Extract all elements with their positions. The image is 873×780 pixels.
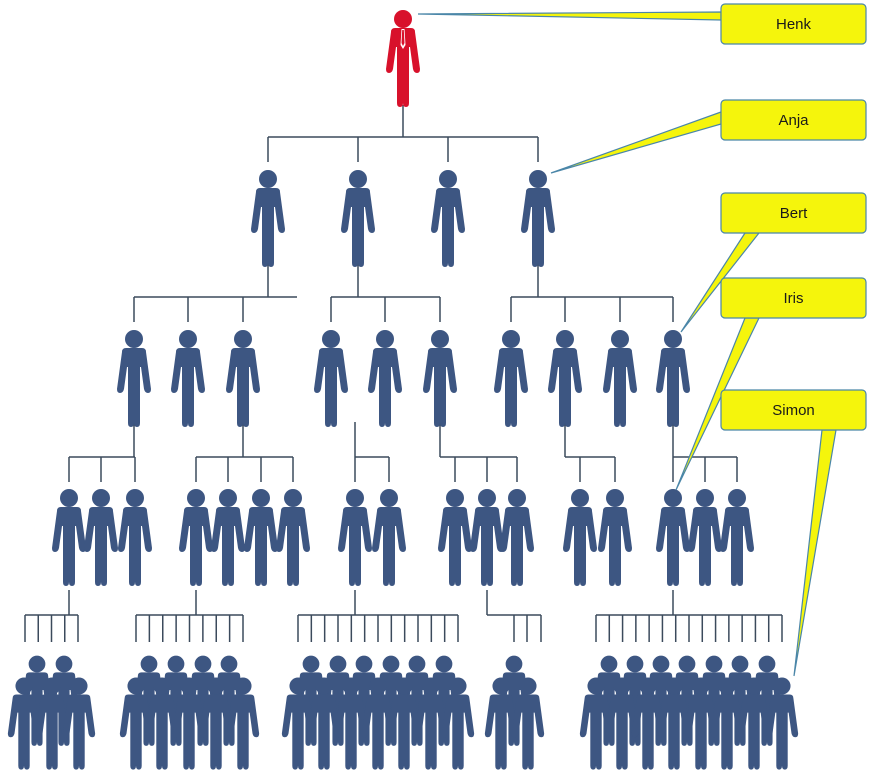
person-icon bbox=[387, 677, 421, 770]
callout-box bbox=[720, 3, 867, 45]
person-icon bbox=[281, 677, 315, 770]
person-icon bbox=[511, 677, 545, 770]
person-icon bbox=[118, 489, 152, 586]
person-icon bbox=[765, 677, 799, 770]
person-icon bbox=[656, 489, 690, 586]
person-icon bbox=[307, 677, 341, 770]
person-icon bbox=[579, 677, 613, 770]
callout-anja: Anja bbox=[550, 99, 867, 174]
callout-pointer bbox=[550, 111, 722, 174]
person-icon bbox=[598, 489, 632, 586]
person-icon bbox=[172, 677, 206, 770]
person-icon bbox=[62, 677, 96, 770]
person-icon bbox=[341, 170, 375, 267]
person-icon bbox=[494, 330, 528, 427]
person-icon bbox=[84, 489, 118, 586]
person-icon bbox=[720, 489, 754, 586]
red-leader-person-icon bbox=[386, 10, 420, 107]
callout-label: Simon bbox=[772, 402, 815, 419]
callout-label: Iris bbox=[784, 290, 804, 307]
person-icon bbox=[657, 677, 691, 770]
person-icon bbox=[372, 489, 406, 586]
callout-pointer bbox=[793, 429, 837, 677]
person-icon bbox=[334, 677, 368, 770]
callout-box bbox=[720, 389, 867, 431]
person-icon bbox=[314, 330, 348, 427]
callout-box bbox=[720, 277, 867, 319]
person-icon bbox=[35, 677, 69, 770]
person-icon bbox=[145, 677, 179, 770]
person-icon bbox=[199, 677, 233, 770]
callout-box bbox=[720, 99, 867, 141]
person-icon bbox=[171, 330, 205, 427]
callout-label: Anja bbox=[778, 112, 809, 129]
person-icon bbox=[548, 330, 582, 427]
person-icon bbox=[563, 489, 597, 586]
callout-box bbox=[720, 192, 867, 234]
callout-bert: Bert bbox=[680, 192, 867, 333]
person-icon bbox=[710, 677, 744, 770]
callout-label: Henk bbox=[776, 16, 812, 33]
person-icon bbox=[251, 170, 285, 267]
person-icon bbox=[423, 330, 457, 427]
person-icon bbox=[470, 489, 504, 586]
person-icon bbox=[276, 489, 310, 586]
person-icon bbox=[52, 489, 86, 586]
person-icon bbox=[431, 170, 465, 267]
person-icon bbox=[414, 677, 448, 770]
person-icon bbox=[603, 330, 637, 427]
person-icon bbox=[7, 677, 41, 770]
person-icon bbox=[179, 489, 213, 586]
person-icon bbox=[500, 489, 534, 586]
person-icon bbox=[605, 677, 639, 770]
person-icon bbox=[484, 677, 518, 770]
person-icon bbox=[368, 330, 402, 427]
person-icon bbox=[211, 489, 245, 586]
person-icon bbox=[117, 330, 151, 427]
person-icon bbox=[361, 677, 395, 770]
person-icon bbox=[688, 489, 722, 586]
person-icon bbox=[521, 170, 555, 267]
person-icon bbox=[244, 489, 278, 586]
callout-label: Bert bbox=[780, 205, 808, 222]
person-icon bbox=[631, 677, 665, 770]
person-icon bbox=[684, 677, 718, 770]
callout-iris: Iris bbox=[675, 277, 867, 491]
person-icon bbox=[438, 489, 472, 586]
person-icon bbox=[441, 677, 475, 770]
callout-henk: Henk bbox=[417, 3, 867, 45]
person-icon bbox=[226, 330, 260, 427]
person-icon bbox=[119, 677, 153, 770]
person-icon bbox=[737, 677, 771, 770]
callout-pointer bbox=[417, 11, 722, 21]
callout-simon: Simon bbox=[720, 389, 867, 677]
person-icon bbox=[338, 489, 372, 586]
person-icon bbox=[226, 677, 260, 770]
person-icon bbox=[656, 330, 690, 427]
